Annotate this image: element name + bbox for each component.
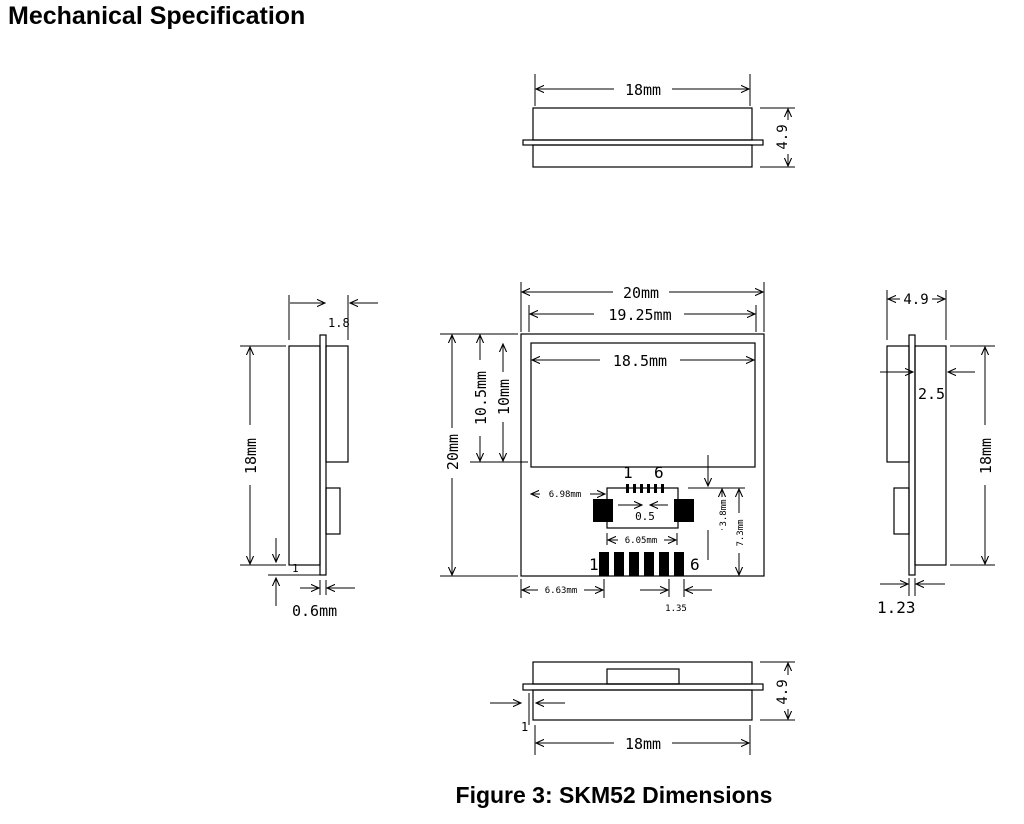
antenna-inner-label: 10mm (495, 379, 513, 415)
figure-caption: Figure 3: SKM52 Dimensions (455, 782, 773, 808)
y2-label: 7.3mm (736, 519, 746, 546)
top-view: 18mm 4.9 (522, 74, 795, 168)
top-view-shield (532, 107, 753, 141)
top-height-label: 4.9 (775, 124, 791, 149)
left-side-view: 1.8 18mm 1 0.6mm (240, 295, 378, 620)
big-pitch-label: 1.35 (665, 604, 687, 614)
connector-pad-left (593, 499, 613, 522)
total-height-label: 20mm (444, 434, 462, 470)
y1-label: 3.8mm (719, 499, 729, 526)
top-view-body (532, 144, 753, 168)
right-pcb-label: 1.23 (877, 598, 916, 617)
bottom-view: 4.9 1 18mm (490, 661, 795, 755)
offset2-label: 6.63mm (545, 586, 578, 596)
total-width-label: 20mm (623, 284, 659, 302)
bottom-width-label: 18mm (625, 735, 661, 753)
antenna-height-label: 10.5mm (472, 371, 490, 425)
right-gap-label: 2.5 (918, 385, 945, 403)
bottom-pin-mark: 1 (521, 720, 528, 734)
bottom-view-connector (606, 668, 680, 685)
big-pin-last-label: 6 (690, 555, 700, 574)
antenna-area (530, 342, 756, 468)
left-view-shield (325, 345, 349, 463)
left-height-label: 18mm (242, 438, 260, 474)
small-pin-last-label: 6 (654, 463, 664, 482)
bottom-height-label: 4.9 (775, 679, 791, 704)
front-view: 20mm 19.25mm 18.5mm 20mm 10.5mm 10mm 1 6 (440, 282, 765, 614)
right-view-body (914, 345, 947, 566)
pitch-label: 0.5 (635, 510, 655, 523)
right-view-pcb (908, 334, 916, 576)
left-view-pcb (319, 334, 327, 576)
left-pcb-label: 0.6mm (292, 602, 337, 620)
pad-spacing-label: 6.05mm (625, 536, 658, 546)
right-thickness-label: 4.9 (903, 292, 928, 308)
inner-width-label: 19.25mm (608, 306, 671, 324)
right-view-shield (886, 345, 910, 463)
right-height-label: 18mm (977, 438, 995, 474)
header-pins (599, 552, 684, 576)
big-pin-first-label: 1 (589, 555, 599, 574)
antenna-width-label: 18.5mm (613, 352, 667, 370)
left-view-connector (325, 487, 341, 535)
right-view-connector (893, 487, 910, 535)
left-view-body (288, 345, 321, 566)
offset-label: 6.98mm (549, 490, 582, 500)
small-pin-first-label: 1 (623, 463, 633, 482)
bottom-view-pcb (522, 683, 764, 691)
bottom-view-body (532, 661, 753, 685)
left-thickness-label: 1.8 (328, 316, 350, 330)
bottom-view-shield (532, 689, 753, 721)
page-title: Mechanical Specification (8, 2, 306, 30)
top-view-pcb (522, 139, 764, 146)
front-view-board (520, 333, 765, 577)
top-width-label: 18mm (625, 81, 661, 99)
connector-pad-right (674, 499, 694, 522)
left-pin-mark: 1 (292, 562, 299, 575)
right-side-view: 4.9 2.5 18mm 1.23 (877, 290, 995, 617)
